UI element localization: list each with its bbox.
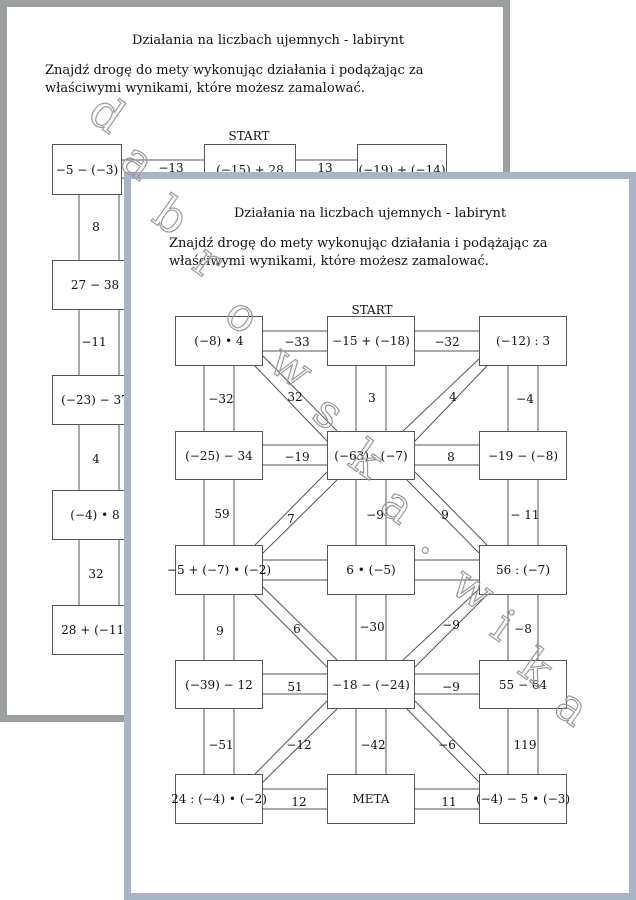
path-result[interactable]: −6	[438, 738, 456, 752]
path-result[interactable]: 32	[88, 567, 104, 581]
maze-cell[interactable]: (−25) − 34	[175, 431, 263, 480]
start-label: START	[351, 303, 393, 317]
path-result[interactable]: −13	[158, 161, 184, 175]
maze-cell[interactable]: 28 + (−11)	[52, 605, 138, 655]
path-result[interactable]: 51	[287, 680, 303, 694]
maze-cell[interactable]: 6 • (−5)	[327, 545, 415, 595]
path-result[interactable]: −51	[208, 738, 234, 752]
path-result[interactable]: 12	[291, 795, 307, 809]
worksheet-front: Działania na liczbach ujemnych - labiryn…	[124, 172, 636, 900]
maze-cell[interactable]: (−12) : 3	[479, 316, 567, 366]
maze-lines-front	[203, 330, 539, 810]
path-result[interactable]: 8	[447, 450, 455, 464]
start-label: START	[228, 129, 270, 143]
maze-cell[interactable]: −19 − (−8)	[479, 431, 567, 480]
maze-cell[interactable]: (−4) • 8	[52, 490, 138, 540]
path-result[interactable]: 3	[368, 391, 376, 405]
path-result[interactable]: −9	[442, 680, 460, 694]
path-result[interactable]: 13	[317, 161, 333, 175]
path-result[interactable]: −9	[442, 618, 460, 632]
path-result[interactable]: −9	[366, 508, 384, 522]
path-result[interactable]: 32	[287, 390, 303, 404]
worksheet-instructions: Znajdź drogę do mety wykonując działania…	[45, 63, 424, 96]
maze-cell[interactable]: 56 : (−7)	[479, 545, 567, 595]
maze-finish[interactable]: META	[327, 774, 415, 824]
path-result[interactable]: −33	[284, 335, 310, 349]
path-result[interactable]: 4	[92, 452, 100, 466]
path-result[interactable]: −12	[286, 738, 312, 752]
maze-cell[interactable]: −5 + (−7) • (−2)	[167, 545, 271, 595]
path-result[interactable]: 6	[293, 622, 301, 636]
path-result[interactable]: −32	[208, 392, 234, 406]
path-result[interactable]: −30	[359, 620, 385, 634]
worksheet-title: Działania na liczbach ujemnych - labiryn…	[132, 33, 405, 48]
path-result[interactable]: −19	[284, 450, 310, 464]
maze-cell[interactable]: 55 − 64	[479, 660, 567, 709]
path-result[interactable]: − 11	[510, 508, 540, 522]
path-result[interactable]: 59	[214, 507, 230, 521]
maze-cell[interactable]: (−39) − 12	[175, 660, 263, 709]
maze-cell[interactable]: (−4) − 5 • (−3)	[476, 774, 570, 824]
maze-cell[interactable]: −15 + (−18)	[327, 316, 415, 366]
maze-cell[interactable]: −18 − (−24)	[327, 660, 415, 709]
path-result[interactable]: −42	[360, 738, 386, 752]
path-result[interactable]: 9	[216, 624, 224, 638]
maze-cell[interactable]: (−8) • 4	[175, 316, 263, 366]
path-result[interactable]: −4	[516, 392, 534, 406]
path-result[interactable]: 119	[513, 738, 537, 752]
path-result[interactable]: −8	[514, 622, 532, 636]
path-result[interactable]: 8	[92, 220, 100, 234]
path-result[interactable]: 4	[449, 390, 457, 404]
path-result[interactable]: −11	[81, 335, 107, 349]
worksheet-title: Działania na liczbach ujemnych - labiryn…	[234, 206, 507, 221]
maze-cell[interactable]: −5 − (−3)	[52, 144, 122, 195]
maze-cell[interactable]: 24 : (−4) • (−2)	[171, 774, 267, 824]
path-result[interactable]: 9	[441, 508, 449, 522]
path-result[interactable]: 7	[287, 512, 295, 526]
worksheet-instructions: Znajdź drogę do mety wykonując działania…	[169, 236, 548, 269]
maze-cell[interactable]: 27 − 38	[52, 260, 138, 310]
maze-cell[interactable]: (−63) : (−7)	[327, 431, 415, 480]
path-result[interactable]: 11	[441, 795, 457, 809]
path-result[interactable]: −32	[434, 335, 460, 349]
